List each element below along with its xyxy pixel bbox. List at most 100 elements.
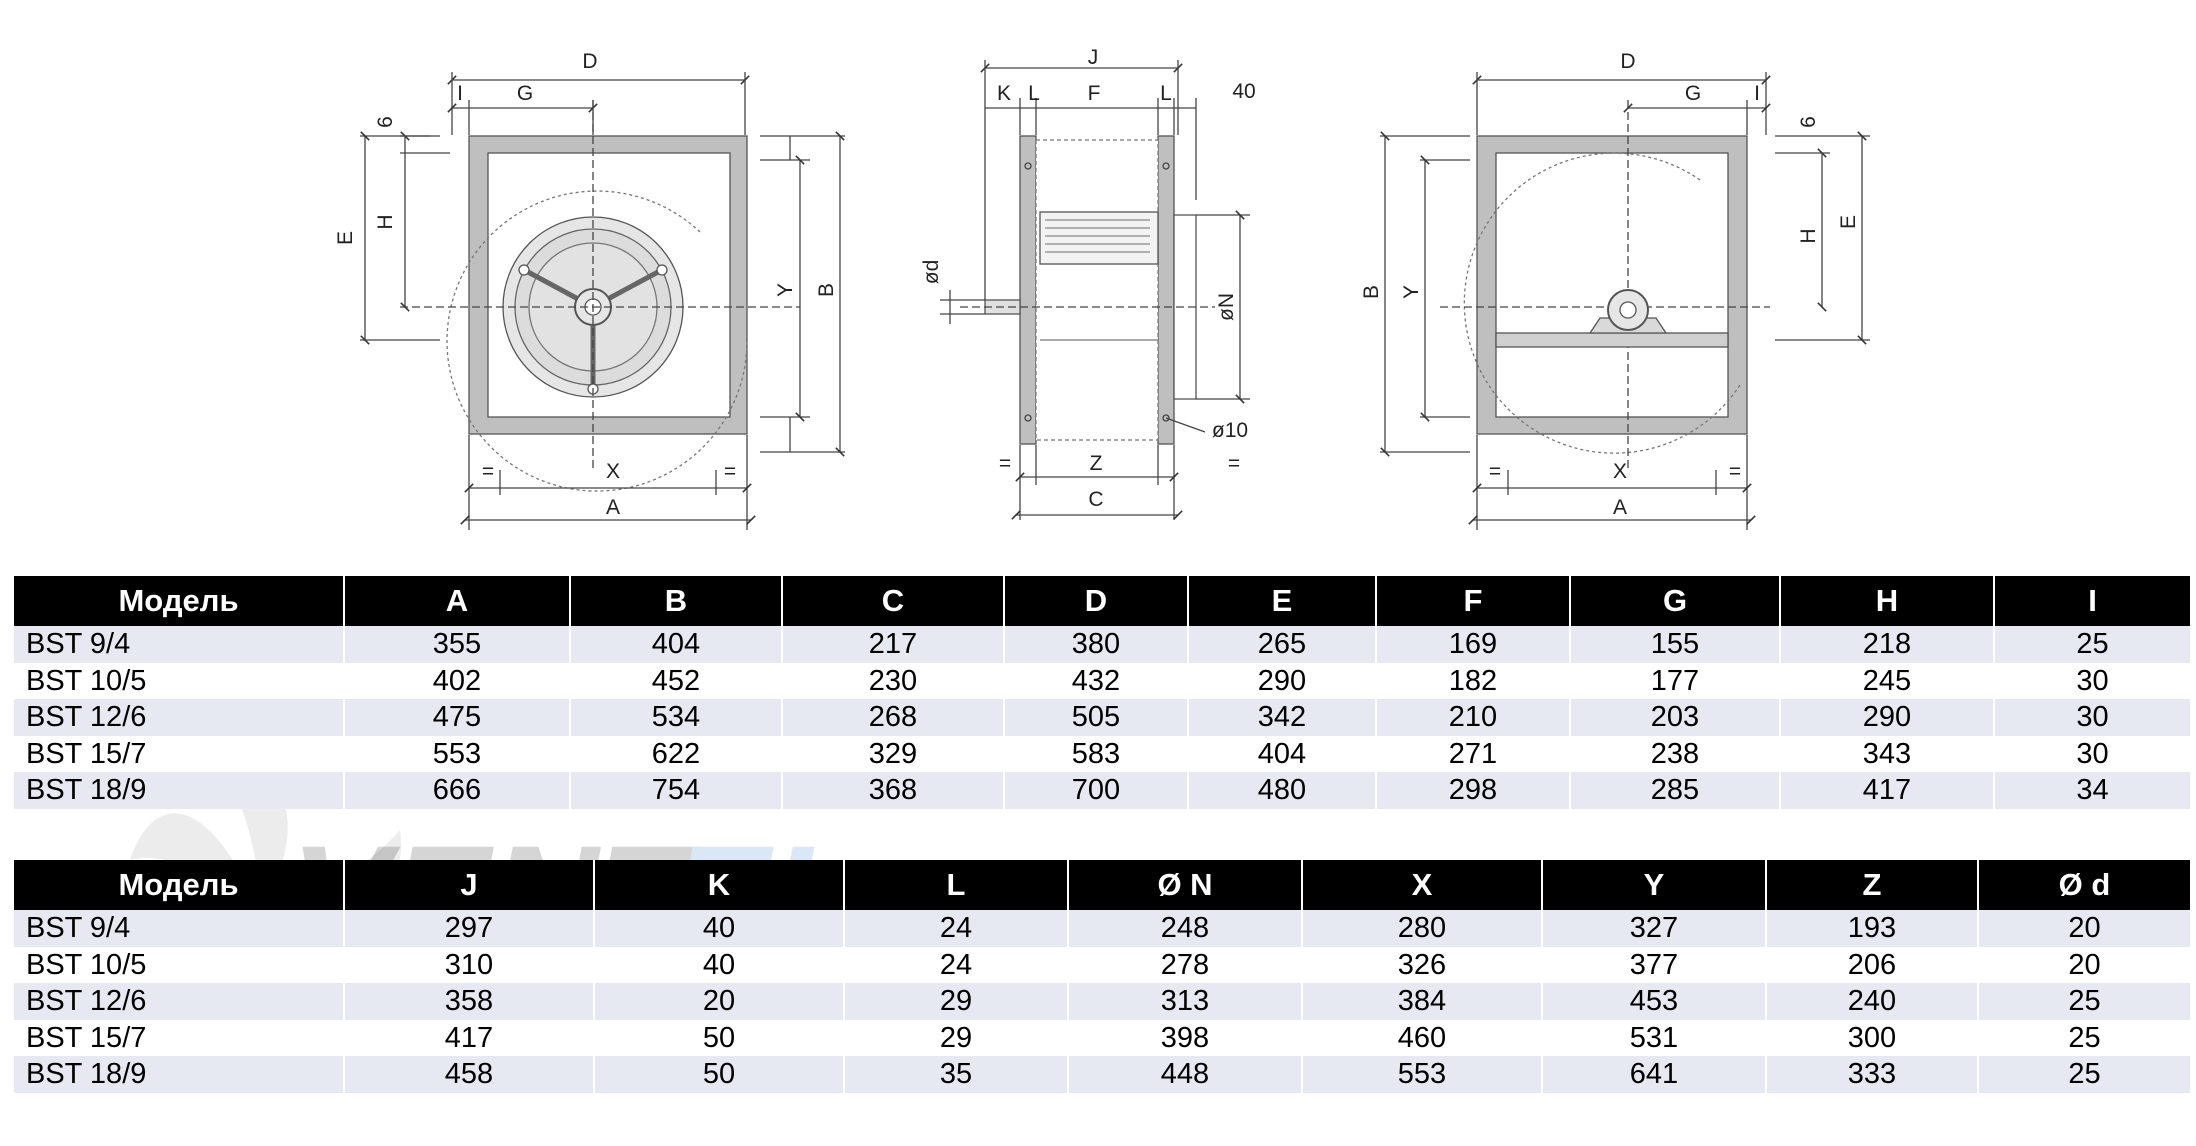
value-cell: 368 [781, 772, 1004, 809]
model-cell: BST 18/9 [14, 772, 344, 809]
value-cell: 30 [1993, 735, 2190, 772]
front-label-X: X [606, 460, 620, 483]
column-header: Модель [14, 860, 344, 910]
model-cell: BST 15/7 [14, 1019, 344, 1056]
value-cell: 25 [1977, 1019, 2190, 1056]
front-label-6: 6 [374, 116, 397, 128]
side-label-oN: øN [1215, 293, 1238, 321]
side-label-eq-left: = [999, 452, 1011, 475]
column-header: H [1779, 576, 1994, 626]
side-label-L-left: L [1028, 82, 1040, 105]
value-cell: 458 [343, 1056, 594, 1093]
value-cell: 329 [781, 735, 1004, 772]
value-cell: 553 [343, 735, 570, 772]
value-cell: 278 [1067, 946, 1302, 983]
back-label-H: H [1797, 228, 1820, 243]
column-header: A [343, 576, 570, 626]
value-cell: 358 [343, 983, 594, 1020]
value-cell: 313 [1067, 983, 1302, 1020]
column-header: E [1187, 576, 1376, 626]
model-cell: BST 15/7 [14, 735, 344, 772]
front-label-Y: Y [774, 283, 797, 297]
side-label-o10: ø10 [1212, 419, 1248, 442]
value-cell: 326 [1301, 946, 1542, 983]
column-header: F [1375, 576, 1570, 626]
value-cell: 432 [1003, 662, 1188, 699]
value-cell: 206 [1765, 946, 1978, 983]
back-label-A: A [1613, 496, 1627, 519]
value-cell: 404 [569, 626, 782, 663]
value-cell: 398 [1067, 1019, 1302, 1056]
value-cell: 327 [1541, 910, 1766, 947]
value-cell: 20 [593, 983, 844, 1020]
model-cell: BST 18/9 [14, 1056, 344, 1093]
model-cell: BST 9/4 [14, 626, 344, 663]
value-cell: 310 [343, 946, 594, 983]
column-header: Y [1541, 860, 1766, 910]
value-cell: 271 [1375, 735, 1570, 772]
value-cell: 25 [1993, 626, 2190, 663]
value-cell: 290 [1779, 699, 1994, 736]
value-cell: 377 [1541, 946, 1766, 983]
value-cell: 460 [1301, 1019, 1542, 1056]
value-cell: 40 [593, 946, 844, 983]
value-cell: 248 [1067, 910, 1302, 947]
front-label-eq-left: = [482, 460, 494, 483]
column-header: I [1993, 576, 2190, 626]
column-header: Ø N [1067, 860, 1302, 910]
value-cell: 20 [1977, 910, 2190, 947]
side-label-od: ød [920, 260, 943, 285]
column-header: K [593, 860, 844, 910]
side-label-40: 40 [1232, 80, 1255, 103]
value-cell: 217 [781, 626, 1004, 663]
value-cell: 177 [1569, 662, 1780, 699]
value-cell: 155 [1569, 626, 1780, 663]
value-cell: 448 [1067, 1056, 1302, 1093]
value-cell: 34 [1993, 772, 2190, 809]
value-cell: 505 [1003, 699, 1188, 736]
value-cell: 169 [1375, 626, 1570, 663]
back-label-X: X [1613, 460, 1627, 483]
value-cell: 666 [343, 772, 570, 809]
value-cell: 622 [569, 735, 782, 772]
column-header: Z [1765, 860, 1978, 910]
column-header: L [843, 860, 1068, 910]
value-cell: 480 [1187, 772, 1376, 809]
side-label-F: F [1088, 82, 1101, 105]
side-label-C: C [1088, 488, 1103, 511]
fan-dimension-drawings: D I G 6 H E Y B = X = A J K L F L 40 ød … [334, 46, 1870, 530]
value-cell: 700 [1003, 772, 1188, 809]
value-cell: 182 [1375, 662, 1570, 699]
value-cell: 583 [1003, 735, 1188, 772]
side-label-J: J [1088, 46, 1099, 69]
value-cell: 417 [1779, 772, 1994, 809]
model-cell: BST 9/4 [14, 910, 344, 947]
back-label-B: B [1360, 285, 1383, 299]
value-cell: 343 [1779, 735, 1994, 772]
front-label-B: B [815, 283, 838, 297]
side-label-L-right: L [1160, 82, 1172, 105]
value-cell: 333 [1765, 1056, 1978, 1093]
value-cell: 30 [1993, 662, 2190, 699]
value-cell: 218 [1779, 626, 1994, 663]
model-cell: BST 12/6 [14, 699, 344, 736]
value-cell: 230 [781, 662, 1004, 699]
value-cell: 342 [1187, 699, 1376, 736]
value-cell: 452 [569, 662, 782, 699]
value-cell: 402 [343, 662, 570, 699]
front-label-H: H [374, 214, 397, 229]
value-cell: 50 [593, 1056, 844, 1093]
model-cell: BST 12/6 [14, 983, 344, 1020]
column-header: G [1569, 576, 1780, 626]
value-cell: 40 [593, 910, 844, 947]
